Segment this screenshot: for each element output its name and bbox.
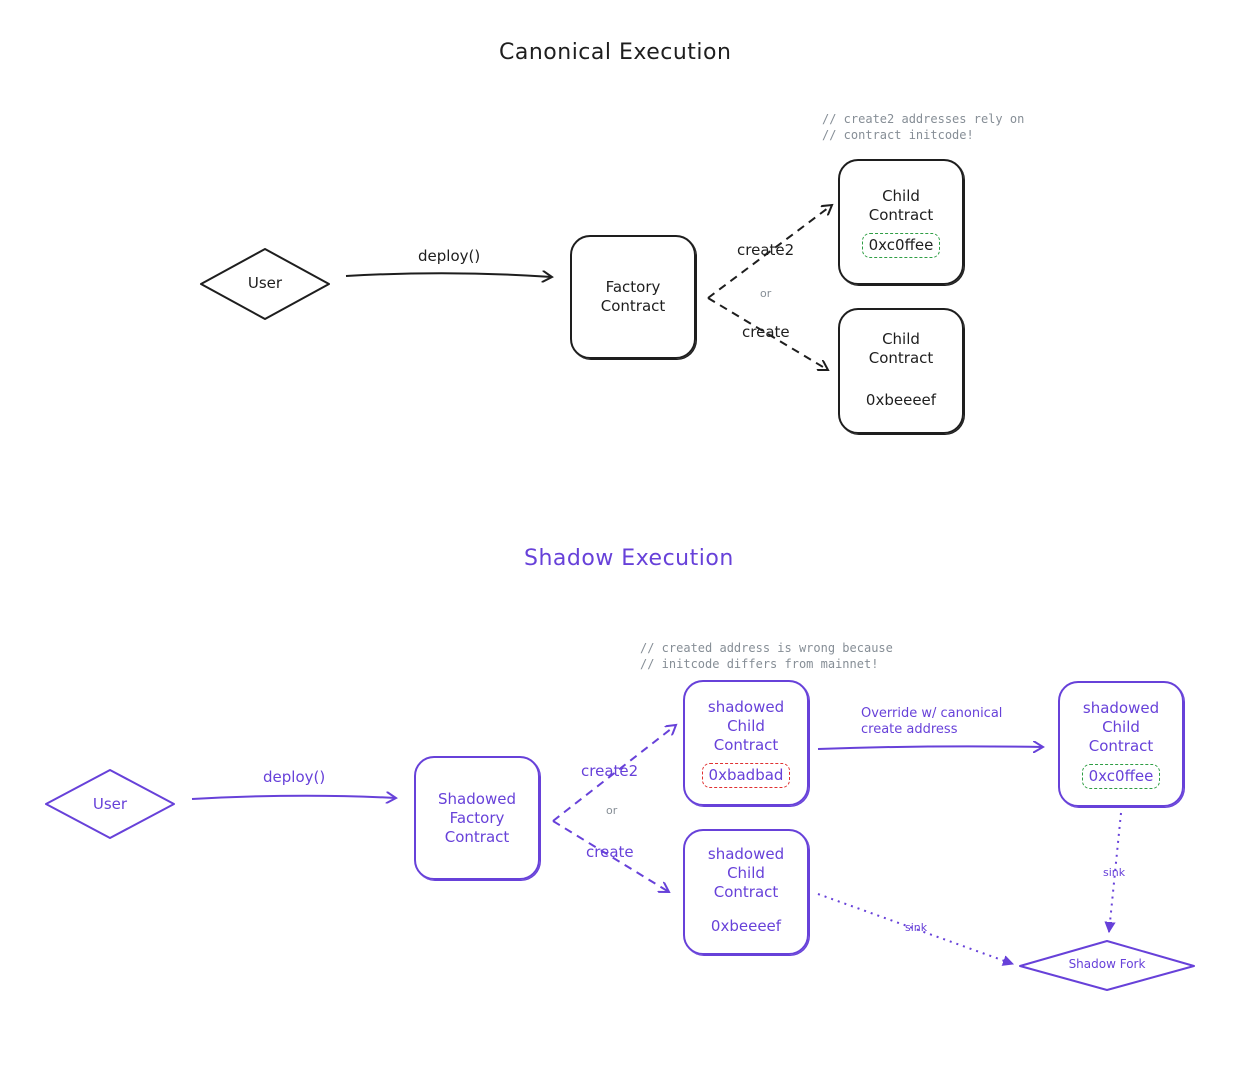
shadow-child-right-line2: Child (1102, 718, 1140, 736)
canonical-factory-contract: Factory Contract (570, 235, 696, 359)
shadow-override-line1: Override w/ canonical (861, 706, 1003, 721)
shadow-child-right-line3: Contract (1088, 737, 1154, 755)
shadow-factory-contract: Shadowed Factory Contract (414, 756, 540, 880)
canonical-user-label: User (247, 274, 283, 292)
canonical-child-bottom-line2: Contract (868, 348, 934, 367)
canonical-child-bottom-address: 0xbeeeef (865, 390, 937, 409)
shadow-comment: // created address is wrong because // i… (640, 640, 893, 672)
shadow-child-top-line2: Child (727, 717, 765, 735)
shadow-or-label: or (606, 804, 618, 817)
shadow-comment-line1: // created address is wrong because (640, 641, 893, 655)
canonical-factory-line2: Contract (600, 297, 666, 315)
shadow-child-top-address: 0xbadbad (701, 763, 791, 788)
canonical-comment: // create2 addresses rely on // contract… (822, 111, 1024, 143)
canonical-create2-label: create2 (737, 241, 795, 259)
canonical-factory-line1: Factory (605, 278, 661, 296)
shadow-child-contract-create2: shadowed Child Contract 0xbadbad (683, 680, 809, 806)
shadow-user-label: User (92, 795, 128, 813)
canonical-create-arrow (707, 297, 828, 370)
shadow-child-right-address: 0xc0ffee (1081, 764, 1161, 789)
canonical-user-diamond (200, 248, 330, 320)
shadow-fork-diamond (1019, 940, 1195, 991)
canonical-title: Canonical Execution (499, 40, 732, 65)
shadow-factory-line1: Shadowed (438, 789, 516, 808)
canonical-create-label: create (742, 323, 790, 341)
shadow-factory-line3: Contract (444, 827, 510, 846)
canonical-deploy-label: deploy() (418, 247, 481, 265)
shadow-create-label: create (586, 843, 634, 861)
shadow-child-bottom-line3: Contract (713, 883, 779, 901)
shadow-user-diamond (45, 769, 175, 839)
canonical-child-top-line2: Contract (868, 205, 934, 224)
shadow-deploy-arrow (191, 796, 396, 799)
shadow-child-bottom-address: 0xbeeeef (710, 917, 782, 935)
shadow-sink-label-right: sink (1103, 866, 1126, 879)
shadow-title: Shadow Execution (524, 546, 734, 571)
canonical-deploy-arrow (345, 273, 552, 277)
shadow-child-top-line1: shadowed (707, 698, 785, 716)
canonical-child-contract-create: Child Contract 0xbeeeef (838, 308, 964, 434)
shadow-create2-label: create2 (581, 762, 639, 780)
canonical-child-contract-create2: Child Contract 0xc0ffee (838, 159, 964, 285)
shadow-factory-line2: Factory (449, 808, 505, 827)
shadow-child-top-line3: Contract (713, 736, 779, 754)
shadow-child-contract-override: shadowed Child Contract 0xc0ffee (1058, 681, 1184, 807)
canonical-child-top-line1: Child (882, 186, 920, 205)
shadow-comment-line2: // initcode differs from mainnet! (640, 657, 879, 671)
shadow-child-contract-create: shadowed Child Contract 0xbeeeef (683, 829, 809, 955)
canonical-child-bottom-line1: Child (882, 329, 920, 348)
shadow-sink-arrow-right (1109, 812, 1122, 932)
canonical-create2-arrow (707, 205, 832, 299)
shadow-deploy-label: deploy() (263, 768, 326, 786)
canonical-or-label: or (760, 287, 772, 300)
shadow-child-right-line1: shadowed (1082, 699, 1160, 717)
canonical-comment-line1: // create2 addresses rely on (822, 112, 1025, 126)
shadow-override-line2: create address (861, 722, 958, 737)
canonical-child-top-address: 0xc0ffee (861, 232, 941, 258)
shadow-override-label: Override w/ canonical create address (861, 706, 1002, 738)
shadow-sink-label-bottom: sink (905, 921, 928, 934)
shadow-child-bottom-line2: Child (727, 864, 765, 882)
shadow-child-bottom-line1: shadowed (707, 845, 785, 863)
shadow-create2-arrow (552, 725, 676, 822)
canonical-comment-line2: // contract initcode! (822, 128, 974, 142)
shadow-fork-label: Shadow Fork (1068, 957, 1146, 971)
shadow-override-arrow (817, 746, 1043, 749)
shadow-create-arrow (552, 820, 669, 892)
